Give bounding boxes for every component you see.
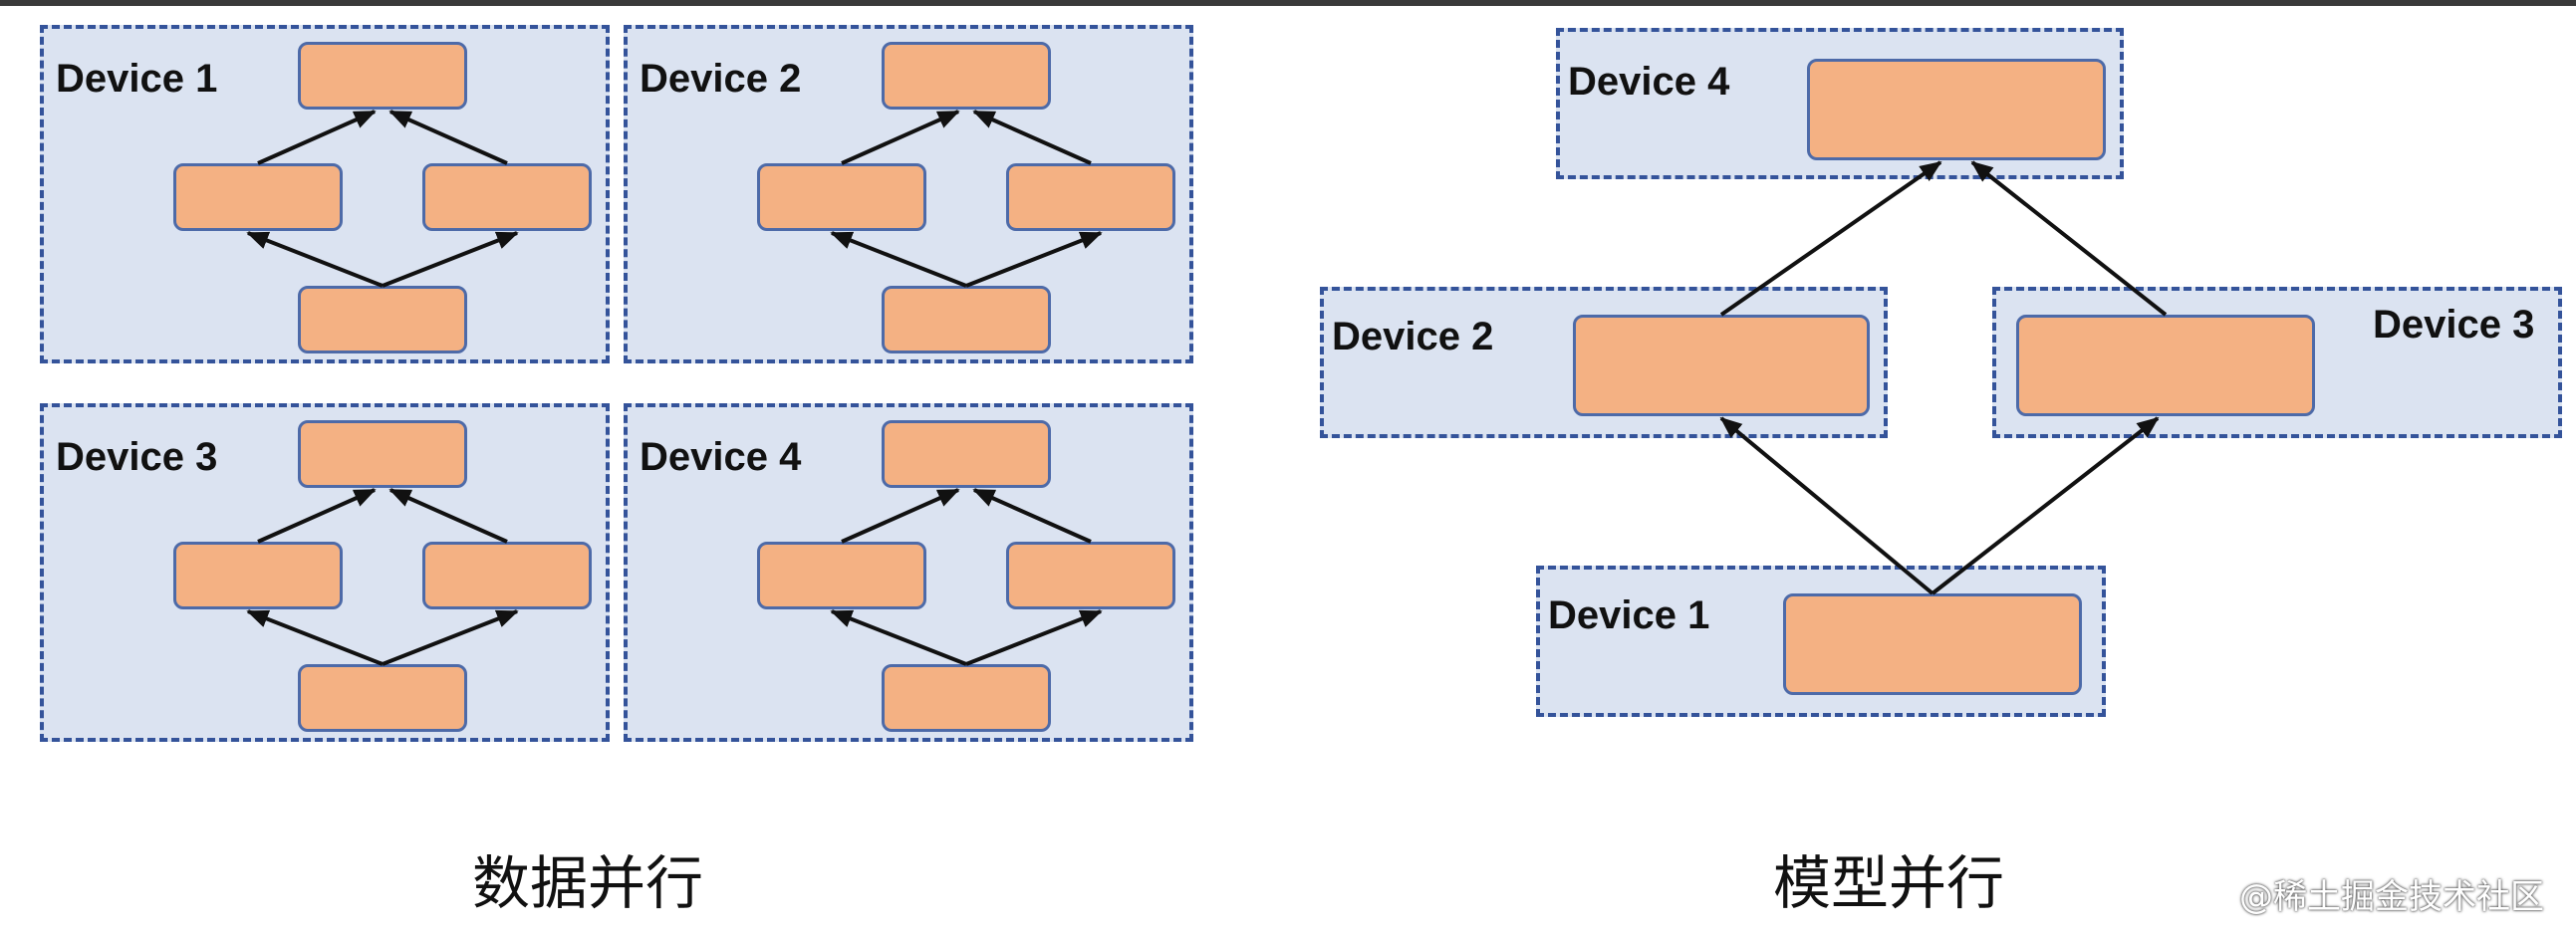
arrow-left-to-top — [841, 488, 960, 544]
mp-device-1: Device 1 — [1536, 566, 2106, 717]
dp-device-2: Device 2 — [624, 25, 1193, 363]
node-bottom — [882, 664, 1051, 732]
node-left — [757, 542, 926, 609]
arrow-device1-to-device3 — [1931, 416, 2160, 595]
node-top — [298, 420, 467, 488]
mp-node-1 — [1783, 593, 2082, 695]
node-bottom — [298, 664, 467, 732]
mp-device-3: Device 3 — [1992, 287, 2562, 438]
arrow-bottom-to-left — [246, 231, 384, 288]
mp-node-3 — [2016, 315, 2315, 416]
device-label: Device 4 — [640, 435, 802, 479]
dp-device-1: Device 1 — [40, 25, 610, 363]
node-right — [1006, 542, 1175, 609]
arrow-bottom-to-right — [965, 231, 1103, 288]
mp-node-4 — [1807, 59, 2106, 160]
mp-device-4: Device 4 — [1556, 28, 2124, 179]
model-parallel-caption: 模型并行 — [1773, 849, 2005, 917]
node-top — [298, 42, 467, 110]
arrow-right-to-top — [972, 488, 1092, 544]
node-right — [1006, 163, 1175, 231]
arrow-left-to-top — [841, 110, 960, 165]
device-label: Device 2 — [1332, 315, 1494, 358]
device-label: Device 3 — [56, 435, 218, 479]
arrow-device1-to-device2 — [1719, 416, 1934, 595]
node-bottom — [298, 286, 467, 353]
node-right — [422, 542, 592, 609]
node-left — [173, 542, 343, 609]
arrow-right-to-top — [388, 110, 508, 165]
device-label: Device 4 — [1568, 60, 1730, 104]
arrow-bottom-to-left — [830, 231, 967, 288]
node-top — [882, 420, 1051, 488]
arrow-bottom-to-left — [830, 609, 967, 666]
device-label: Device 1 — [1548, 593, 1710, 637]
node-top — [882, 42, 1051, 110]
node-right — [422, 163, 592, 231]
device-label: Device 1 — [56, 57, 218, 101]
device-label: Device 2 — [640, 57, 802, 101]
mp-node-2 — [1573, 315, 1870, 416]
node-left — [757, 163, 926, 231]
node-left — [173, 163, 343, 231]
device-label: Device 3 — [2373, 303, 2535, 347]
mp-device-2: Device 2 — [1320, 287, 1888, 438]
dp-device-4: Device 4 — [624, 403, 1193, 742]
dp-device-3: Device 3 — [40, 403, 610, 742]
arrow-bottom-to-right — [965, 609, 1103, 666]
arrow-left-to-top — [257, 488, 377, 544]
data-parallel-caption: 数据并行 — [472, 849, 704, 917]
arrow-bottom-to-right — [382, 231, 519, 288]
arrow-left-to-top — [257, 110, 377, 165]
arrow-right-to-top — [972, 110, 1092, 165]
arrow-bottom-to-right — [382, 609, 519, 666]
arrow-device2-to-device4 — [1719, 160, 1942, 317]
arrow-right-to-top — [388, 488, 508, 544]
top-edge — [0, 0, 2576, 6]
node-bottom — [882, 286, 1051, 353]
arrow-device3-to-device4 — [1970, 160, 2168, 317]
arrow-bottom-to-left — [246, 609, 384, 666]
credit-watermark: @稀土掘金技术社区 — [2239, 877, 2544, 917]
